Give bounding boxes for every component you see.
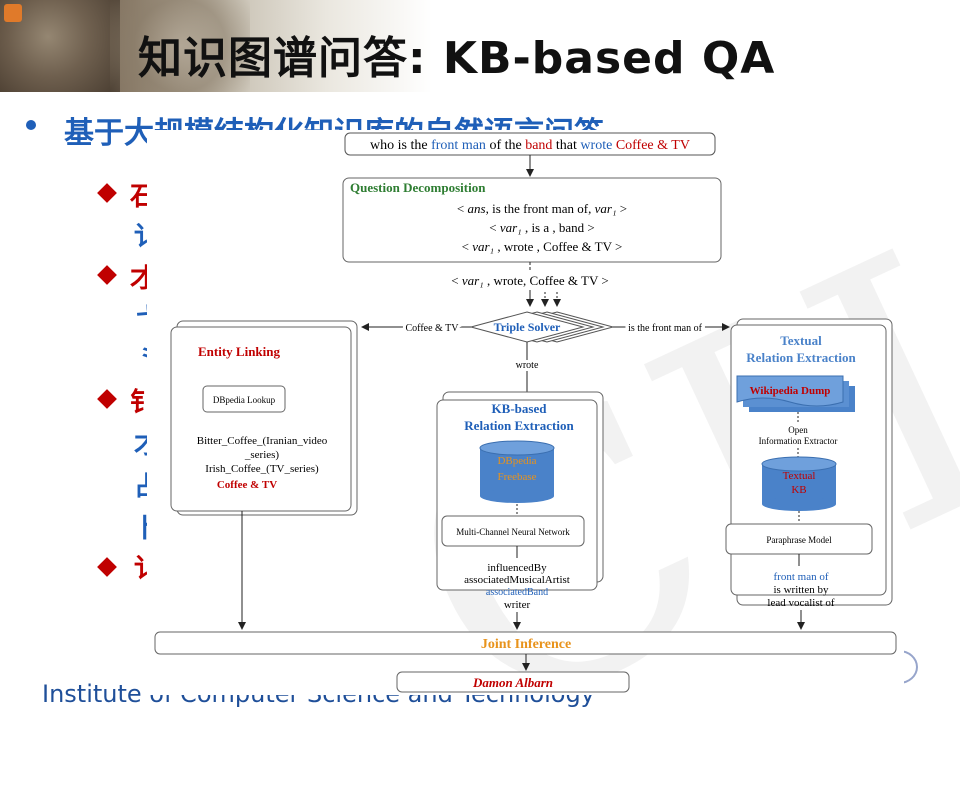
textual-relation: is written by [774, 584, 829, 596]
answer-label: Damon Albarn [472, 675, 553, 690]
kb-re-title: KB-based [492, 401, 548, 416]
diamond-bullet-icon [97, 183, 117, 203]
textual-kb-label: Textual [783, 470, 816, 482]
textual-re-title: Textual [780, 333, 822, 348]
selected-entity: Coffee & TV [217, 479, 277, 491]
kb-name: Freebase [497, 471, 536, 483]
edge-label-bg: wrote [516, 360, 539, 371]
textual-re-title: Relation Extraction [746, 350, 856, 365]
textual-kb-label: KB [791, 484, 806, 496]
kb-relation: writer [504, 599, 531, 611]
textual-kb-cylinder-base [762, 497, 836, 511]
bullet-dot-icon [26, 120, 36, 130]
kb-cylinder [480, 448, 554, 496]
decomposition-title: Question Decomposition [350, 180, 486, 195]
open-ie-label: Information Extractor [759, 436, 838, 446]
decomposition-triple-1: < ans, is the front man of, var₁ > [457, 201, 627, 216]
paraphrase-model-label: Paraphrase Model [766, 535, 832, 545]
wikipedia-dump-icon [736, 375, 844, 407]
decomposition-triple-2: < var₁ , is a , band > [489, 220, 595, 235]
edge-label-bg: Coffee & TV [406, 323, 460, 334]
textual-relation: lead vocalist of [767, 597, 835, 609]
kb-relation-selected: associatedBand [486, 587, 548, 598]
kb-re-title: Relation Extraction [464, 418, 574, 433]
diamond-bullet-icon [97, 557, 117, 577]
edge-label-front-man: is the front man of [628, 323, 703, 334]
current-triple: < var₁ , wrote, Coffee & TV > [451, 273, 609, 288]
kb-cylinder-top [479, 440, 555, 456]
corner-logo-icon [4, 4, 22, 22]
triple-solver-label: Triple Solver [494, 320, 561, 334]
kb-name: DBpedia [497, 455, 536, 467]
candidate-entity: Irish_Coffee_(TV_series) [205, 463, 319, 475]
kb-cylinder-base [480, 489, 554, 503]
edge-label-wrote: wrote [516, 360, 539, 371]
kbqa-pipeline-figure: CH who is the front man of the band that… [147, 130, 960, 804]
open-ie-label: Open [788, 425, 808, 435]
diamond-bullet-icon [97, 265, 117, 285]
joint-inference-label: Joint Inference [481, 637, 571, 652]
dbpedia-lookup-box [202, 385, 286, 413]
neural-network-box [441, 515, 585, 547]
candidate-entity: _series) [244, 449, 280, 461]
wikipedia-dump-label: Wikipedia Dump [750, 385, 831, 397]
candidate-entity: Bitter_Coffee_(Iranian_video [197, 435, 328, 447]
question-text: who is the front man of the band that wr… [370, 138, 690, 153]
kb-relation: associatedMusicalArtist [464, 574, 570, 586]
edge-label-bg: is the front man of [628, 323, 703, 334]
decomposition-box [342, 177, 722, 263]
textual-relation-selected: front man of [774, 571, 829, 583]
entity-linking-title: Entity Linking [198, 344, 281, 359]
diamond-bullet-icon [97, 389, 117, 409]
kb-relation: influencedBy [487, 562, 547, 574]
banner-photo-fade [110, 0, 250, 92]
neural-network-label: Multi-Channel Neural Network [456, 527, 570, 537]
textual-kb-cylinder-top [761, 456, 837, 472]
answer-box [396, 671, 630, 693]
decomposition-triple-3: < var₁ , wrote , Coffee & TV > [462, 239, 623, 254]
entity-linking-panel [170, 326, 352, 512]
header-banner [0, 0, 960, 92]
edge-label-coffee: Coffee & TV [406, 323, 460, 334]
dbpedia-lookup-label: DBpedia Lookup [213, 395, 276, 405]
slide-title: 知识图谱问答: KB-based QA [138, 33, 776, 84]
